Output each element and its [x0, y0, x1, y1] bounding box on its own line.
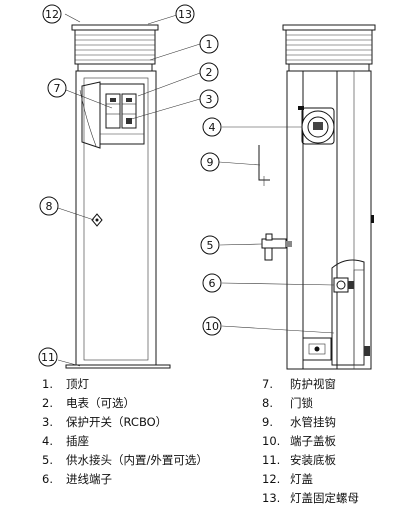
- left-pedestal: [65, 24, 171, 369]
- legend-item: 5.供水接头（内置/外置可选）: [42, 453, 208, 467]
- svg-text:6: 6: [209, 277, 216, 290]
- legend-item: 11.安装底板: [262, 453, 336, 467]
- meter-block: [105, 93, 121, 129]
- svg-text:12: 12: [45, 8, 59, 21]
- svg-text:8: 8: [46, 200, 53, 213]
- lamp-louvers: [74, 29, 156, 65]
- legend-item: 10.端子盖板: [262, 434, 336, 448]
- socket-icon: [298, 106, 335, 145]
- inlet-terminal-icon: [333, 277, 354, 293]
- lamp-louvers-right: [285, 29, 373, 65]
- svg-text:11: 11: [41, 351, 55, 364]
- callout-1: 1: [199, 34, 219, 54]
- callout-2: 2: [199, 62, 219, 82]
- callout-10: 10: [202, 316, 222, 336]
- svg-text:1: 1: [206, 38, 213, 51]
- callout-9: 9: [200, 152, 220, 172]
- legend-item: 6.进线端子: [42, 472, 112, 486]
- svg-text:13: 13: [178, 8, 192, 21]
- door-lock-icon: [91, 213, 103, 227]
- callout-5: 5: [200, 235, 220, 255]
- legend-item: 1.顶灯: [42, 377, 89, 391]
- legend-item: 8.门锁: [262, 396, 313, 410]
- access-plate: [302, 337, 332, 361]
- callout-6: 6: [202, 273, 222, 293]
- legend-item: 9.水管挂钩: [262, 415, 336, 429]
- callout-8: 8: [39, 196, 59, 216]
- svg-text:4: 4: [209, 121, 216, 134]
- water-tap-icon: [261, 233, 292, 261]
- callout-4: 4: [202, 117, 222, 137]
- svg-text:3: 3: [206, 93, 213, 106]
- callout-7: 7: [47, 78, 67, 98]
- callout-13: 13: [175, 4, 195, 24]
- legend-right: 7.防护视窗 8.门锁 9.水管挂钩 10.端子盖板 11.安装底板 12.灯盖…: [262, 375, 359, 508]
- lamp-cover: [71, 24, 159, 31]
- legend-item: 7.防护视窗: [262, 377, 336, 391]
- rcbo-block: [121, 93, 137, 129]
- legend-item: 2.电表（可选）: [42, 396, 135, 410]
- legend-item: 3.保护开关（RCBO）: [42, 415, 168, 429]
- svg-text:10: 10: [205, 320, 219, 333]
- legend-item: 4.插座: [42, 434, 89, 448]
- svg-text:5: 5: [207, 239, 214, 252]
- callout-12: 12: [42, 4, 62, 24]
- svg-text:9: 9: [207, 156, 214, 169]
- pipe-hook: [258, 145, 270, 181]
- pedestal-diagram: 12 13 1 2 7 3 4 9 8 5 6 10: [38, 4, 376, 370]
- svg-text:7: 7: [54, 82, 61, 95]
- callout-3: 3: [199, 89, 219, 109]
- legend-item: 12.灯盖: [262, 472, 313, 486]
- callout-11: 11: [38, 347, 58, 367]
- right-pedestal: [258, 24, 376, 370]
- legend-item: 13.灯盖固定螺母: [262, 491, 359, 505]
- door-panel: [81, 81, 101, 149]
- base-plate: [65, 364, 171, 369]
- svg-text:2: 2: [206, 66, 213, 79]
- legend-left: 1.顶灯 2.电表（可选） 3.保护开关（RCBO） 4.插座 5.供水接头（内…: [42, 375, 208, 489]
- leader-lines: [57, 13, 335, 367]
